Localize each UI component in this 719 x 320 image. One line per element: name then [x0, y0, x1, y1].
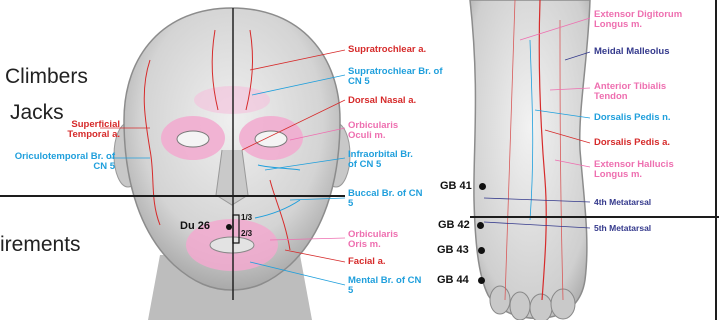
- label-du26-lower: 2/3: [241, 229, 252, 239]
- label-ext-digitorum: Extensor Digitorum Longus m.: [594, 10, 709, 30]
- toe-2: [510, 292, 530, 320]
- label-gb44: GB 44: [437, 274, 469, 286]
- label-du26-upper: 1/3: [241, 213, 252, 223]
- label-auriculotemporal: Oriculotemporal Br. of CN 5: [10, 152, 115, 172]
- label-gb42: GB 42: [438, 219, 470, 231]
- slide-line-right: [470, 216, 719, 218]
- slide-line-top: [0, 195, 345, 197]
- label-supratrochlear-br: Supratrochlear Br. of CN 5: [348, 67, 453, 87]
- label-5th-metatarsal: 5th Metatarsal: [594, 223, 651, 233]
- slide-line-vertical: [715, 0, 717, 320]
- label-dorsal-nasal: Dorsal Nasal a.: [348, 96, 416, 106]
- gb43-dot: [478, 247, 485, 254]
- label-ext-hallucis: Extensor Hallucis Longus m.: [594, 160, 709, 180]
- label-orbicularis-oculi: Orbicularis Oculi m.: [348, 121, 418, 141]
- label-du26: Du 26: [180, 220, 210, 232]
- label-buccal: Buccal Br. of CN 5: [348, 189, 423, 209]
- du26-point: [226, 224, 232, 230]
- label-gb43: GB 43: [437, 244, 469, 256]
- label-infraorbital: Infraorbital Br. of CN 5: [348, 150, 423, 170]
- label-orbicularis-oris: Orbicularis Oris m.: [348, 230, 418, 250]
- mouth: [210, 237, 254, 253]
- gb42-dot: [477, 222, 484, 229]
- label-4th-metatarsal: 4th Metatarsal: [594, 197, 651, 207]
- toe-3: [530, 294, 552, 320]
- toe-1: [490, 286, 510, 314]
- slide-text-requirements: irements: [0, 233, 81, 257]
- label-superficial-temporal: Superficial Temporal a.: [40, 120, 120, 140]
- label-mental: Mental Br. of CN 5: [348, 276, 423, 296]
- forehead-muscle: [194, 86, 270, 114]
- slide-text-climbers: Climbers: [5, 65, 88, 89]
- label-supratrochlear-a: Supratrochlear a.: [348, 45, 426, 55]
- gb41-dot: [479, 183, 486, 190]
- label-medial-malleolus: Meidal Malleolus: [594, 47, 670, 57]
- right-eye: [255, 131, 287, 147]
- label-anterior-tibialis: Anterior Tibialis Tendon: [594, 82, 684, 102]
- gb44-dot: [478, 277, 485, 284]
- label-dorsalis-pedis-a: Dorsalis Pedis a.: [594, 138, 670, 148]
- label-dorsalis-pedis-n: Dorsalis Pedis n.: [594, 113, 671, 123]
- left-eye: [177, 131, 209, 147]
- label-gb41: GB 41: [440, 180, 472, 192]
- label-facial: Facial a.: [348, 257, 386, 267]
